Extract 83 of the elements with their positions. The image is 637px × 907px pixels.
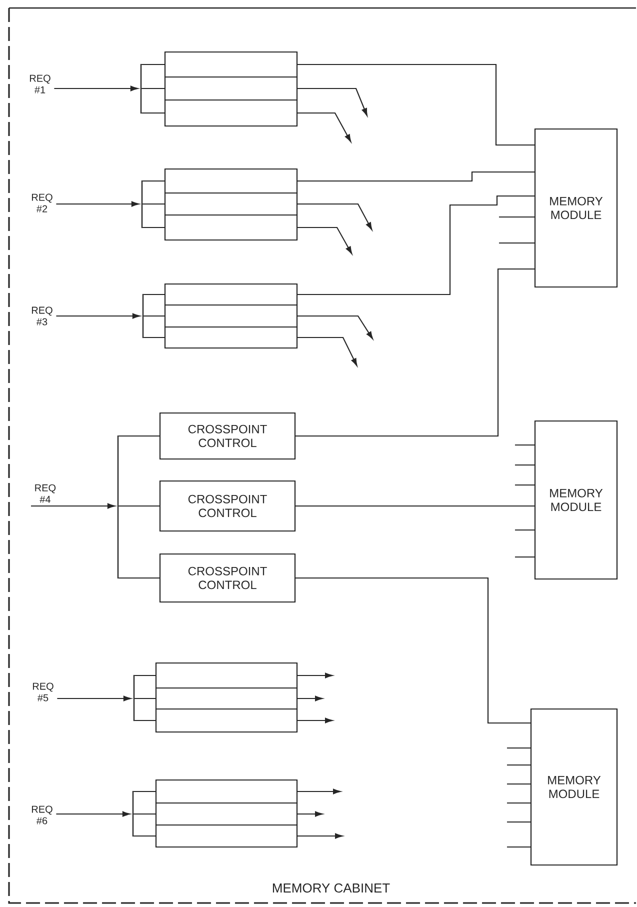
connector-line [142, 112, 165, 114]
row-box [164, 214, 298, 241]
connector-line [144, 294, 165, 296]
connector-line [297, 171, 535, 182]
arrow [297, 672, 333, 678]
input-label: REQ #6 [32, 806, 52, 824]
arrow [297, 336, 358, 366]
input-label: REQ #2 [32, 194, 52, 212]
connector-line [144, 315, 165, 317]
input-label: REQ #5 [32, 682, 54, 702]
pin-line [515, 529, 535, 531]
pin-line [507, 764, 531, 766]
row-box [164, 283, 298, 306]
row-box [155, 802, 298, 826]
connector-line [142, 226, 165, 228]
connector-line [142, 180, 165, 182]
control-box: CROSSPOINT CONTROL [159, 480, 296, 532]
row-box [155, 687, 298, 710]
input-label: REQ #4 [35, 484, 56, 503]
connector-line [297, 195, 535, 296]
row-box [155, 824, 298, 848]
pin-line [515, 444, 535, 446]
row-box [164, 326, 298, 349]
arrow [297, 696, 323, 702]
arrow [57, 696, 132, 702]
connector-line [118, 577, 160, 579]
control-box: CROSSPOINT CONTROL [159, 553, 296, 603]
pin-line [507, 747, 531, 749]
pin-line [507, 821, 531, 823]
arrow [297, 718, 333, 724]
connector-line [144, 336, 165, 338]
connector-line [142, 64, 165, 66]
connector-line [118, 505, 160, 507]
connector-line [134, 790, 156, 792]
input-label: REQ #1 [30, 74, 50, 94]
pin-line [515, 556, 535, 558]
row-box [164, 168, 298, 194]
arrow [297, 112, 352, 142]
connector-line [134, 835, 156, 837]
control-box: CROSSPOINT CONTROL [159, 412, 296, 460]
arrow [297, 811, 323, 817]
pin-line [507, 783, 531, 785]
arrow [297, 88, 368, 116]
arrow [297, 833, 343, 839]
arrow [297, 203, 372, 230]
connector-line [134, 674, 156, 676]
memory-module-box: MEMORY MODULE [534, 420, 618, 580]
connector-line [142, 203, 165, 205]
pin-line [499, 216, 535, 218]
arrow [31, 503, 116, 509]
input-label: REQ #3 [32, 306, 52, 326]
connector-line [134, 720, 156, 722]
pin-line [515, 484, 535, 486]
connector-line [295, 505, 535, 507]
connector-line [142, 88, 165, 90]
arrow [56, 313, 140, 319]
connector-line [134, 698, 156, 700]
memory-module-box: MEMORY MODULE [530, 708, 618, 866]
row-box [155, 662, 298, 689]
connector-line [295, 577, 531, 724]
connector-line [295, 268, 535, 437]
pin-line [507, 802, 531, 804]
arrow [297, 315, 374, 340]
frame-label: MEMORY CABINET [272, 883, 390, 893]
arrow [54, 86, 138, 92]
row-box [164, 76, 298, 101]
memory-module-box: MEMORY MODULE [534, 128, 618, 288]
arrow [56, 811, 130, 817]
pin-line [515, 464, 535, 466]
row-box [155, 708, 298, 733]
arrow [297, 788, 341, 794]
row-box [164, 51, 298, 78]
arrow [297, 226, 352, 254]
connector-line [118, 435, 160, 437]
arrow [56, 201, 140, 207]
pin-line [499, 242, 535, 244]
pin-line [507, 846, 531, 848]
row-box [164, 99, 298, 127]
row-box [155, 779, 298, 804]
connector-line [134, 813, 156, 815]
connector-line [297, 64, 535, 146]
row-box [164, 304, 298, 328]
row-box [164, 192, 298, 216]
